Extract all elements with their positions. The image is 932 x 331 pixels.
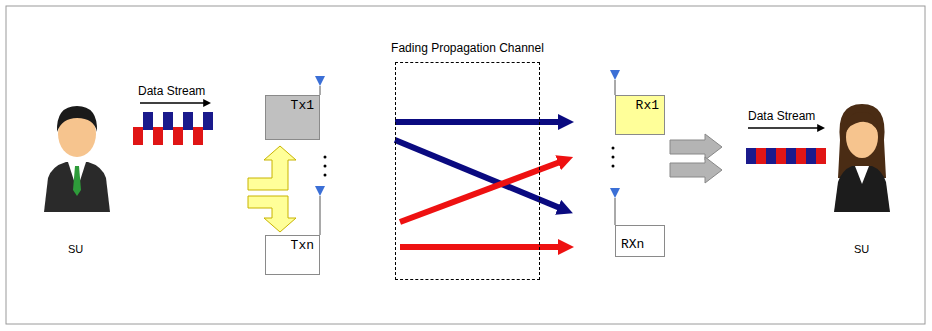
data-bit <box>183 112 193 130</box>
box-label: Tx1 <box>291 99 314 114</box>
merge-arrow <box>670 157 722 183</box>
data-bit <box>163 112 173 130</box>
box-label: RXn <box>621 238 644 253</box>
stream-arrow <box>748 127 818 129</box>
ellipsis-dot <box>612 156 615 159</box>
stream-arrow <box>140 102 204 104</box>
stream-label: Data Stream <box>748 109 815 123</box>
suit <box>44 162 110 212</box>
antenna-feed <box>320 196 321 235</box>
merge-arrow <box>670 134 722 160</box>
stream-label: Data Stream <box>138 84 205 98</box>
receiver-box: Rx1 <box>615 95 665 135</box>
ellipsis-dot <box>324 165 327 168</box>
shirt <box>855 166 869 184</box>
user-icon <box>834 104 890 212</box>
data-bit <box>153 127 163 145</box>
data-bit <box>766 148 776 164</box>
box-label: Txn <box>291 239 314 254</box>
antenna <box>610 70 620 80</box>
region-heading: Fading Propagation Channel <box>391 42 544 56</box>
data-bit <box>746 148 756 164</box>
data-blocks <box>746 148 826 164</box>
data-bit <box>203 112 213 130</box>
antenna <box>315 186 325 196</box>
antenna-feed <box>615 80 616 95</box>
outer-frame <box>6 6 925 324</box>
propagation-path <box>400 162 560 222</box>
data-bit <box>816 148 826 164</box>
data-blocks <box>133 112 213 145</box>
ellipsis-dot <box>324 174 327 177</box>
hair <box>57 106 97 132</box>
antenna-feed <box>615 198 616 225</box>
data-bit <box>756 148 766 164</box>
data-bit <box>786 148 796 164</box>
data-bit <box>796 148 806 164</box>
channel-region: Fading Propagation Channel <box>395 62 540 280</box>
ellipsis-dot <box>612 165 615 168</box>
transmitter-box: Tx1 <box>265 95 320 140</box>
suit <box>834 166 890 212</box>
data-bit <box>806 148 816 164</box>
user-label: SU <box>68 243 83 255</box>
tie <box>73 166 81 196</box>
data-bit <box>173 127 183 145</box>
data-bit <box>143 112 153 130</box>
propagation-path <box>400 244 560 250</box>
data-bit <box>193 127 203 145</box>
split-arrow <box>248 196 296 232</box>
data-bit <box>133 127 143 145</box>
propagation-path <box>395 119 560 125</box>
receiver-box: RXn <box>615 225 665 257</box>
ellipsis-dot <box>324 156 327 159</box>
user-label: SU <box>854 243 869 255</box>
antenna-feed <box>320 86 321 95</box>
hair <box>846 112 878 132</box>
ellipsis-dot <box>612 147 615 150</box>
user-icon <box>44 106 110 212</box>
transmitter-box: Txn <box>265 235 320 275</box>
data-bit <box>776 148 786 164</box>
split-arrow <box>248 146 296 190</box>
antenna <box>315 76 325 86</box>
box-label: Rx1 <box>636 99 659 114</box>
antenna <box>610 188 620 198</box>
